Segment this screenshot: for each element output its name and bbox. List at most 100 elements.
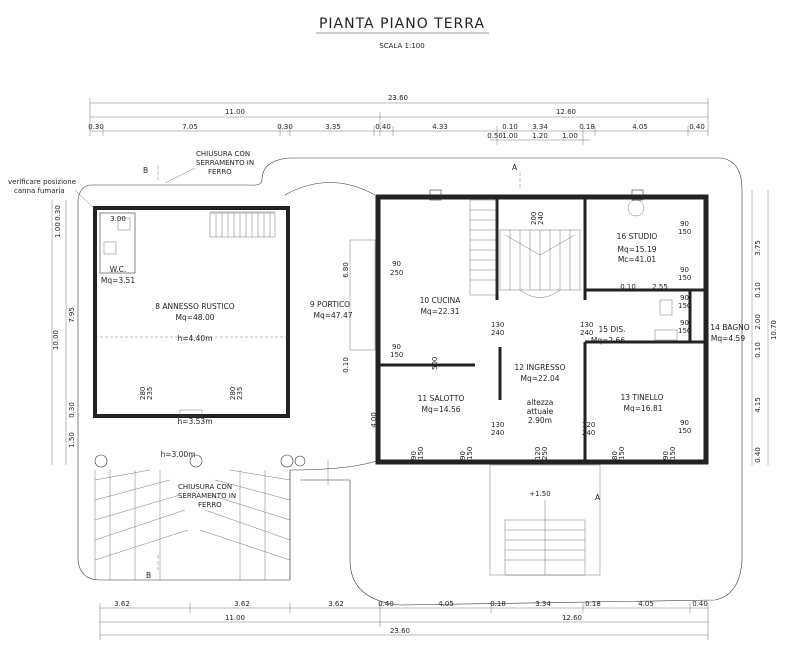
dim-right-1: 0.10 — [754, 282, 762, 298]
bagno-area: Mq=4.59 — [711, 334, 745, 343]
door-d4b: 240 — [580, 329, 593, 337]
dim-top-r3-7: 3.34 — [532, 123, 548, 131]
door-d8a: 90 — [680, 319, 689, 327]
site-outline — [261, 157, 743, 606]
section-b-bottom: B — [146, 571, 151, 580]
annesso-door-labels: 280 235 280 235 — [139, 387, 244, 400]
interior-walls — [378, 197, 706, 462]
site-curve — [289, 459, 381, 471]
door-d18a: 280 — [229, 387, 237, 400]
door-d9b: 150 — [678, 427, 691, 435]
door-d16a: 90 — [662, 451, 670, 460]
door-d21a: 200 — [530, 212, 538, 225]
left-dimensions: 0.30 1.00 7.95 0.30 1.50 10.00 — [51, 200, 76, 465]
door-d7b: 150 — [678, 302, 691, 310]
door-d3a: 130 — [491, 321, 504, 329]
tinello-area: Mq=16.81 — [624, 404, 663, 413]
dis-area: Mq=2.66 — [591, 336, 625, 345]
dim-top-r4-2: 1.20 — [532, 132, 548, 140]
closure-bottom-1: CHIUSURA CON — [178, 483, 232, 491]
dim-bot-r1-8: 4.05 — [638, 600, 654, 608]
dim-left-4: 1.50 — [68, 432, 76, 448]
dim-top-right: 12.60 — [556, 108, 576, 116]
dim-right-5: 0.40 — [754, 447, 762, 463]
door-d3b: 240 — [491, 329, 504, 337]
door-d2a: 90 — [392, 343, 401, 351]
dim-top-r3-1: 7.05 — [182, 123, 198, 131]
dim-top-r3-8: 0.18 — [579, 123, 595, 131]
dim-top-r3-5: 4.33 — [432, 123, 448, 131]
dim-center-1: 0.10 — [342, 357, 350, 373]
dim-right-0: 3.75 — [754, 240, 762, 256]
altezza-3: 2.90m — [528, 416, 552, 425]
dim-wc-300: 3.00 — [110, 215, 126, 223]
wc-area: Mq=3.51 — [101, 276, 135, 285]
dim-top-r4-3: 1.00 — [562, 132, 578, 140]
chimney-kitchen — [429, 189, 442, 201]
ingresso-name: 12 INGRESSO — [515, 363, 566, 372]
dim-top-r3-10: 0.40 — [689, 123, 705, 131]
door-d10b: 150 — [417, 447, 425, 460]
door-d16b: 150 — [669, 447, 677, 460]
wc-sink — [117, 217, 131, 231]
section-a-top: A — [512, 163, 518, 172]
door-d12b: 250 — [541, 447, 549, 460]
dim-left-0: 0.30 — [54, 205, 62, 221]
tinello-name: 13 TINELLO — [620, 393, 663, 402]
height-300: h=3.00m — [160, 450, 195, 459]
dim-top-r4-0: 0.50 — [487, 132, 503, 140]
door-d8b: 150 — [678, 327, 691, 335]
chimney-note-1: verificare posizione — [8, 178, 76, 186]
dim-top-left: 11.00 — [225, 108, 245, 116]
door-d15b: 150 — [618, 447, 626, 460]
bagno-tub — [654, 329, 678, 341]
closure-bottom-3: FERRO — [198, 501, 222, 509]
dim-bot-right: 12.60 — [562, 614, 582, 622]
door-d14a: 130 — [491, 421, 504, 429]
bottom-dimensions: 3.62 3.62 3.62 0.40 4.05 0.18 3.34 0.18 … — [99, 600, 709, 640]
door-d14b: 240 — [491, 429, 504, 437]
portico-area: Mq=47.47 — [314, 311, 353, 320]
door-d21b: 240 — [537, 212, 545, 225]
annesso-walls — [93, 206, 290, 418]
door-d12a: 120 — [534, 447, 542, 460]
dim-right-2: 2.00 — [754, 314, 762, 330]
right-dimensions: 3.75 0.10 2.00 0.10 4.15 0.40 10.70 — [751, 190, 778, 465]
salotto-area: Mq=14.56 — [422, 405, 461, 414]
main-stair — [469, 199, 581, 298]
studio-name: 16 STUDIO — [617, 232, 658, 241]
dim-bot-r1-7: 0.18 — [585, 600, 601, 608]
bagno-name: 14 BAGNO — [710, 323, 749, 332]
door-d5b: 150 — [678, 228, 691, 236]
door-d11b: 150 — [466, 447, 474, 460]
portico-columns — [94, 454, 306, 468]
dim-right-4: 4.15 — [754, 397, 762, 413]
portico-name: 9 PORTICO — [310, 300, 350, 309]
annesso-area: Mq=48.00 — [176, 313, 215, 322]
dim-left-5: 10.00 — [52, 330, 60, 350]
house-walls — [375, 194, 709, 465]
door-d13a: 120 — [582, 421, 595, 429]
door-d17a: 280 — [139, 387, 147, 400]
dim-extra-010: 0.10 — [620, 283, 636, 291]
plan-title: PIANTA PIANO TERRA — [319, 16, 485, 32]
closure-top-3: FERRO — [208, 168, 232, 176]
site-outline-bottom — [77, 200, 291, 581]
dim-left-1: 1.00 — [54, 222, 62, 238]
door-d6b: 150 — [678, 274, 691, 282]
dim-top-r3-6: 0.10 — [502, 123, 518, 131]
height-150: +1.50 — [529, 490, 550, 498]
door-d18b: 235 — [236, 387, 244, 400]
dim-center-2: 4.00 — [370, 412, 378, 428]
door-d5a: 90 — [680, 220, 689, 228]
closure-bottom-2: SERRAMENTO IN — [178, 492, 236, 500]
door-d22: 500 — [431, 357, 439, 370]
dim-top-total: 23.60 — [388, 94, 408, 102]
salotto-name: 11 SALOTTO — [418, 394, 465, 403]
door-d1a: 90 — [392, 260, 401, 268]
door-d2b: 150 — [390, 351, 403, 359]
bagno-wc — [659, 299, 673, 316]
dim-top-r3-0: 0.30 — [88, 123, 104, 131]
portico-bench — [349, 239, 376, 351]
annesso-height: h=4.40m — [177, 334, 212, 343]
